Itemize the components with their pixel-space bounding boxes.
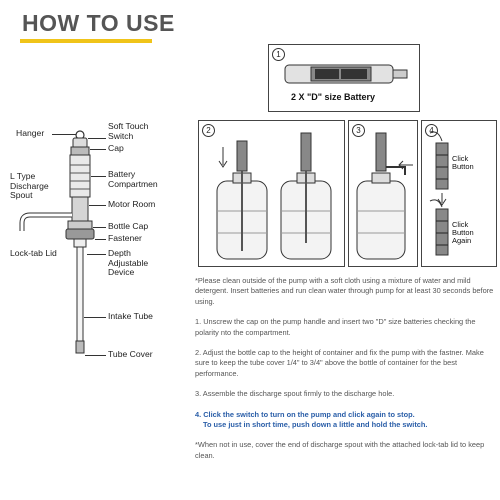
- step4-panel: 4 Click Button Click Button Again: [421, 120, 497, 267]
- label-hanger: Hanger: [16, 128, 45, 138]
- instruction-4-line2: To use just in short time, push down a l…: [203, 420, 428, 430]
- depth-device-shape: [73, 238, 87, 248]
- step2-panel: 2: [198, 120, 345, 267]
- label-battery-compartment: Battery Compartmen: [108, 169, 158, 189]
- cap-shape: [70, 146, 90, 156]
- instruction-intro: *Please clean outside of the pump with a…: [195, 276, 494, 306]
- instruction-2: 2. Adjust the bottle cap to the height o…: [195, 348, 484, 378]
- label-intake-tube: Intake Tube: [108, 311, 153, 321]
- label-bottle-cap: Bottle Cap: [108, 221, 149, 231]
- step3-illustration: [356, 132, 413, 260]
- step3-panel: 3: [348, 120, 418, 267]
- label-cap: Cap: [108, 143, 124, 153]
- fastener-shape: [65, 228, 95, 240]
- instructions-block: *Please clean outside of the pump with a…: [195, 276, 495, 461]
- instruction-4-line1: 4. Click the switch to turn on the pump …: [195, 409, 415, 419]
- battery-body: [69, 154, 91, 198]
- spout-outer: [19, 212, 72, 231]
- label-lock-tab-lid: Lock-tab Lid: [10, 248, 57, 258]
- step4-illustration: [429, 131, 449, 256]
- page-title: HOW TO USE: [22, 10, 175, 36]
- step4-number: 4: [425, 124, 438, 137]
- label-soft-touch-switch: Soft Touch Switch: [108, 121, 149, 141]
- pump-diagram: [19, 130, 95, 354]
- intake-tube-shape: [76, 246, 84, 348]
- label-l-type-spout: L Type Discharge Spout: [10, 171, 49, 200]
- step2-number: 2: [202, 124, 215, 137]
- label-depth-adjustable: Depth Adjustable Device: [108, 248, 149, 277]
- label-tube-cover: Tube Cover: [108, 349, 153, 359]
- instruction-3: 3. Assemble the discharge spout firmly t…: [195, 389, 395, 399]
- label-motor-room: Motor Room: [108, 199, 156, 209]
- step1-number: 1: [272, 48, 285, 61]
- label-fastener: Fastener: [108, 233, 142, 243]
- click-button-label: Click Button: [452, 154, 474, 171]
- instruction-1: 1. Unscrew the cap on the pump handle an…: [195, 317, 476, 337]
- tube-cover-shape: [75, 340, 85, 354]
- title-underline: [20, 39, 152, 43]
- battery-illustration: [284, 64, 408, 84]
- instruction-note: *When not in use, cover the end of disch…: [195, 440, 485, 460]
- step1-caption: 2 X "D" size Battery: [291, 92, 376, 102]
- motor-body: [71, 196, 89, 222]
- click-button-again-label: Click Button Again: [452, 220, 474, 245]
- step2-illustration: [216, 132, 332, 260]
- step3-number: 3: [352, 124, 365, 137]
- step1-panel: 1 2 X "D" size Battery: [268, 44, 420, 112]
- bottle-cap-shape: [67, 220, 93, 230]
